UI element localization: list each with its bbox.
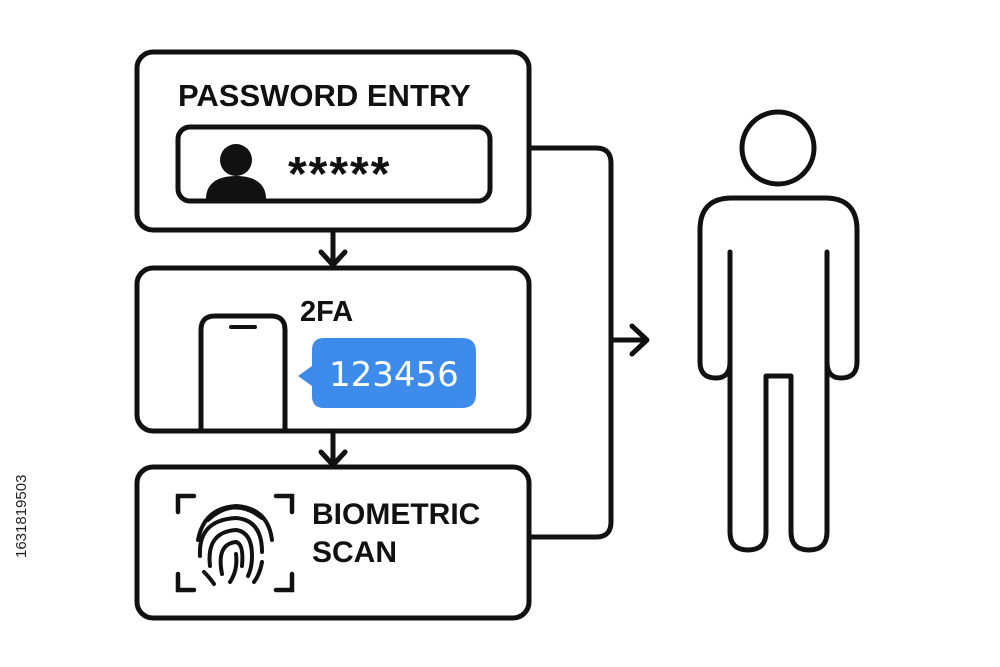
smartphone-icon [198, 313, 288, 431]
password-input-field [175, 124, 493, 204]
bracket-connector [528, 145, 650, 540]
masked-password: ***** [288, 148, 391, 201]
person-icon [697, 109, 860, 553]
arrow-down-icon [318, 429, 348, 468]
biometric-step-box [134, 464, 532, 621]
arrow-right-icon [629, 323, 650, 357]
user-icon [206, 144, 266, 199]
password-entry-step: PASSWORD ENTRY ***** [134, 49, 532, 233]
verification-code: 123456 [329, 355, 459, 395]
biometric-title-line1: BIOMETRIC [312, 498, 480, 531]
arrow-down-icon [318, 228, 348, 268]
biometric-step: BIOMETRIC SCAN [134, 464, 532, 621]
sms-bubble: 123456 [298, 338, 476, 408]
fingerprint-icon [196, 503, 274, 586]
two-factor-step: 2FA 123456 [134, 265, 532, 434]
scan-frame-icon [175, 493, 295, 593]
biometric-title-line2: SCAN [312, 536, 397, 569]
two-factor-step-title: 2FA [300, 296, 353, 328]
stock-id-label: 1631819503 [13, 475, 30, 558]
password-step-title: PASSWORD ENTRY [178, 78, 471, 113]
